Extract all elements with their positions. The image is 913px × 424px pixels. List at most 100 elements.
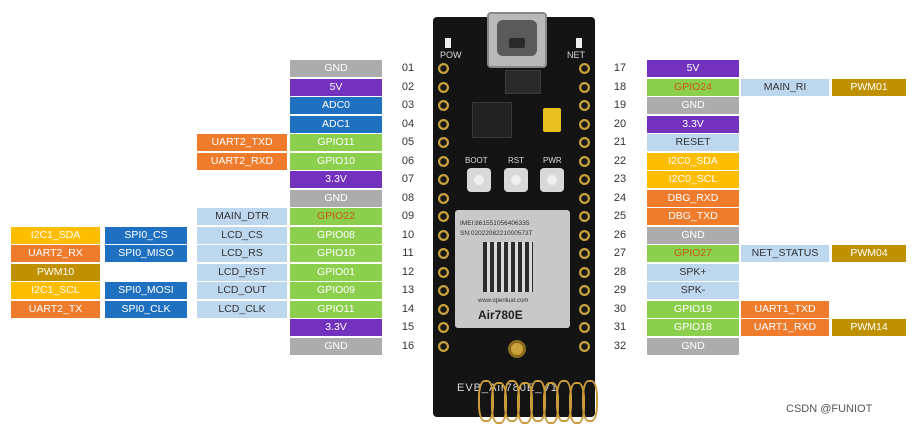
antenna-connector (508, 340, 526, 358)
pad-15 (438, 322, 449, 333)
left-pin-06-func-2: UART2_RXD (197, 153, 287, 170)
pad-24 (579, 193, 590, 204)
inductor (543, 108, 561, 132)
pad-19 (579, 100, 590, 111)
pad-13 (438, 285, 449, 296)
pad-26 (579, 230, 590, 241)
pad-27 (579, 248, 590, 259)
left-pin-15-func-3: 3.3V (290, 319, 382, 336)
left-pin-04-func-3: ADC1 (290, 116, 382, 133)
right-pin-19-func-0: GND (647, 97, 739, 114)
left-pin-10-func-1: SPI0_CS (105, 227, 187, 244)
left-pin-13-func-3: GPIO09 (290, 282, 382, 299)
pow-led (445, 38, 451, 48)
left-pin-09-func-3: GPIO22 (290, 208, 382, 225)
pad-04 (438, 119, 449, 130)
right-pin-18-func-2: PWM01 (832, 79, 906, 96)
left-pin-01-func-3: GND (290, 60, 382, 77)
pin-number-08: 08 (401, 192, 415, 204)
pad-29 (579, 285, 590, 296)
left-pin-13-func-1: SPI0_MOSI (105, 282, 187, 299)
left-pin-10-func-3: GPIO08 (290, 227, 382, 244)
rst-label: RST (508, 156, 524, 165)
pad-31 (579, 322, 590, 333)
right-pin-27-func-1: NET_STATUS (741, 245, 829, 262)
right-pin-20-func-0: 3.3V (647, 116, 739, 133)
pwr-button[interactable] (540, 168, 564, 192)
pin-number-09: 09 (401, 210, 415, 222)
pin-number-14: 14 (401, 303, 415, 315)
antenna-coil (569, 382, 585, 424)
pin-number-17: 17 (613, 62, 627, 74)
right-pin-30-func-1: UART1_TXD (741, 301, 829, 318)
pin-number-24: 24 (613, 192, 627, 204)
right-pin-26-func-0: GND (647, 227, 739, 244)
pin-number-13: 13 (401, 284, 415, 296)
left-pin-10-func-0: I2C1_SDA (11, 227, 100, 244)
pin-number-16: 16 (401, 340, 415, 352)
right-pin-17-func-0: 5V (647, 60, 739, 77)
right-pin-31-func-1: UART1_RXD (741, 319, 829, 336)
pin-number-31: 31 (613, 321, 627, 333)
right-pin-18-func-1: MAIN_RI (741, 79, 829, 96)
left-pin-12-func-3: GPIO01 (290, 264, 382, 281)
left-pin-14-func-2: LCD_CLK (197, 301, 287, 318)
net-led (576, 38, 582, 48)
boot-button[interactable] (467, 168, 491, 192)
left-pin-14-func-1: SPI0_CLK (105, 301, 187, 318)
usb-c-connector (487, 12, 547, 68)
left-pin-05-func-2: UART2_TXD (197, 134, 287, 151)
left-pin-13-func-2: LCD_OUT (197, 282, 287, 299)
module-imei: IMEI:861551056406335 (460, 220, 530, 227)
pin-number-04: 04 (401, 118, 415, 130)
right-pin-30-func-0: GPIO19 (647, 301, 739, 318)
left-pin-11-func-1: SPI0_MISO (105, 245, 187, 262)
pow-label: POW (440, 50, 462, 60)
antenna-coil (491, 382, 507, 424)
right-pin-27-func-2: PWM04 (832, 245, 906, 262)
left-pin-06-func-3: GPIO10 (290, 153, 382, 170)
pin-number-02: 02 (401, 81, 415, 93)
pin-number-07: 07 (401, 173, 415, 185)
pad-25 (579, 211, 590, 222)
antenna-coil (478, 380, 494, 422)
left-pin-14-func-3: GPIO11 (290, 301, 382, 318)
pin-number-11: 11 (402, 247, 414, 259)
pad-23 (579, 174, 590, 185)
pad-08 (438, 193, 449, 204)
pin-number-19: 19 (613, 99, 627, 111)
antenna-coil (530, 380, 546, 422)
left-pin-14-func-0: UART2_TX (11, 301, 100, 318)
pin-number-22: 22 (613, 155, 627, 167)
pin-number-25: 25 (613, 210, 627, 222)
module-name: Air780E (478, 308, 523, 322)
right-pin-28-func-0: SPK+ (647, 264, 739, 281)
pad-09 (438, 211, 449, 222)
pin-number-29: 29 (613, 284, 627, 296)
pin-number-21: 21 (613, 136, 627, 148)
left-pin-09-func-2: MAIN_DTR (197, 208, 287, 225)
left-pin-16-func-3: GND (290, 338, 382, 355)
watermark: CSDN @FUNIOT (786, 403, 873, 415)
pin-number-20: 20 (613, 118, 627, 130)
left-pin-12-func-0: PWM10 (11, 264, 100, 281)
right-pin-25-func-0: DBG_TXD (647, 208, 739, 225)
pin-number-05: 05 (401, 136, 415, 148)
boot-label: BOOT (465, 156, 488, 165)
antenna-coil (582, 380, 598, 422)
pin-number-06: 06 (401, 155, 415, 167)
right-pin-18-func-0: GPIO24 (647, 79, 739, 96)
left-pin-05-func-3: GPIO11 (290, 134, 382, 151)
rst-button[interactable] (504, 168, 528, 192)
pad-30 (579, 304, 590, 315)
pin-number-28: 28 (613, 266, 627, 278)
left-pin-11-func-3: GPIO10 (290, 245, 382, 262)
qr-code (483, 242, 533, 292)
left-pin-08-func-3: GND (290, 190, 382, 207)
pad-02 (438, 82, 449, 93)
right-pin-31-func-2: PWM14 (832, 319, 906, 336)
left-pin-07-func-3: 3.3V (290, 171, 382, 188)
right-pin-24-func-0: DBG_RXD (647, 190, 739, 207)
pin-number-26: 26 (613, 229, 627, 241)
module-sn: SN:0202208221000573T (460, 230, 533, 237)
